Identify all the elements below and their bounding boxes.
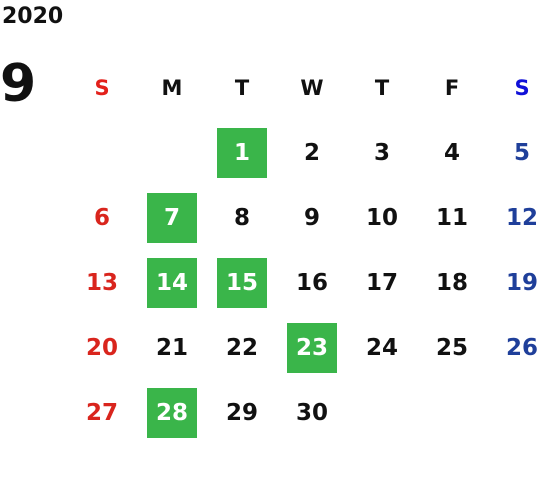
day-cell[interactable]: 11 [417, 185, 487, 250]
day-cell[interactable]: 12 [487, 185, 548, 250]
day-cell[interactable]: 26 [487, 315, 548, 380]
weekday-header-thursday: T [374, 75, 390, 100]
day-number: 22 [225, 334, 258, 361]
day-number: 12 [505, 204, 538, 231]
day-cell [137, 120, 207, 185]
day-number: 25 [435, 334, 468, 361]
day-cell[interactable]: 6 [67, 185, 137, 250]
day-cell[interactable]: 7 [137, 185, 207, 250]
day-cell [67, 120, 137, 185]
day-number: 17 [365, 269, 398, 296]
day-number: 29 [225, 399, 258, 426]
day-cell [347, 380, 417, 445]
day-cell[interactable]: 1 [207, 120, 277, 185]
day-cell[interactable]: 5 [487, 120, 548, 185]
day-cell[interactable]: 16 [277, 250, 347, 315]
highlighted-day-number: 1 [217, 127, 267, 178]
day-number: 3 [373, 139, 390, 166]
day-cell[interactable]: 14 [137, 250, 207, 315]
day-cell[interactable]: 28 [137, 380, 207, 445]
day-number: 11 [435, 204, 468, 231]
highlighted-day-number: 15 [217, 257, 267, 308]
day-number: 13 [85, 269, 118, 296]
day-cell [417, 380, 487, 445]
day-number: 30 [295, 399, 328, 426]
highlighted-day-number: 28 [147, 387, 197, 438]
weekday-header-wednesday: W [300, 75, 324, 100]
day-number: 4 [443, 139, 460, 166]
day-cell[interactable]: 27 [67, 380, 137, 445]
day-cell[interactable]: 2 [277, 120, 347, 185]
highlighted-day-number: 14 [147, 257, 197, 308]
day-cell[interactable]: 3 [347, 120, 417, 185]
year-label: 2020 [2, 4, 64, 29]
day-cell [487, 380, 548, 445]
day-number: 26 [505, 334, 538, 361]
day-cell[interactable]: 18 [417, 250, 487, 315]
day-number: 24 [365, 334, 398, 361]
day-cell[interactable]: 23 [277, 315, 347, 380]
weekday-header-friday: F [444, 75, 460, 100]
day-cell[interactable]: 25 [417, 315, 487, 380]
day-cell[interactable]: 13 [67, 250, 137, 315]
day-number: 10 [365, 204, 398, 231]
day-number: 5 [513, 139, 530, 166]
weekday-header-monday: M [161, 75, 183, 100]
weekday-header-tuesday: T [234, 75, 250, 100]
day-number: 27 [85, 399, 118, 426]
day-cell[interactable]: 10 [347, 185, 417, 250]
weekday-header-sunday: S [94, 75, 110, 100]
day-number: 2 [303, 139, 320, 166]
day-number: 20 [85, 334, 118, 361]
day-cell[interactable]: 19 [487, 250, 548, 315]
day-cell[interactable]: 22 [207, 315, 277, 380]
day-cell[interactable]: 8 [207, 185, 277, 250]
day-cell[interactable]: 17 [347, 250, 417, 315]
day-cell[interactable]: 20 [67, 315, 137, 380]
weekday-header-saturday: S [514, 75, 530, 100]
day-cell[interactable]: 29 [207, 380, 277, 445]
day-number: 18 [435, 269, 468, 296]
day-number: 8 [233, 204, 250, 231]
day-number: 6 [93, 204, 110, 231]
day-cell[interactable]: 4 [417, 120, 487, 185]
highlighted-day-number: 7 [147, 192, 197, 243]
day-number: 16 [295, 269, 328, 296]
day-cell[interactable]: 21 [137, 315, 207, 380]
day-cell[interactable]: 9 [277, 185, 347, 250]
day-cell[interactable]: 30 [277, 380, 347, 445]
day-cell[interactable]: 24 [347, 315, 417, 380]
day-number: 19 [505, 269, 538, 296]
day-number: 21 [155, 334, 188, 361]
day-number: 9 [303, 204, 320, 231]
highlighted-day-number: 23 [287, 322, 337, 373]
day-cell[interactable]: 15 [207, 250, 277, 315]
month-number: 9 [0, 54, 37, 114]
